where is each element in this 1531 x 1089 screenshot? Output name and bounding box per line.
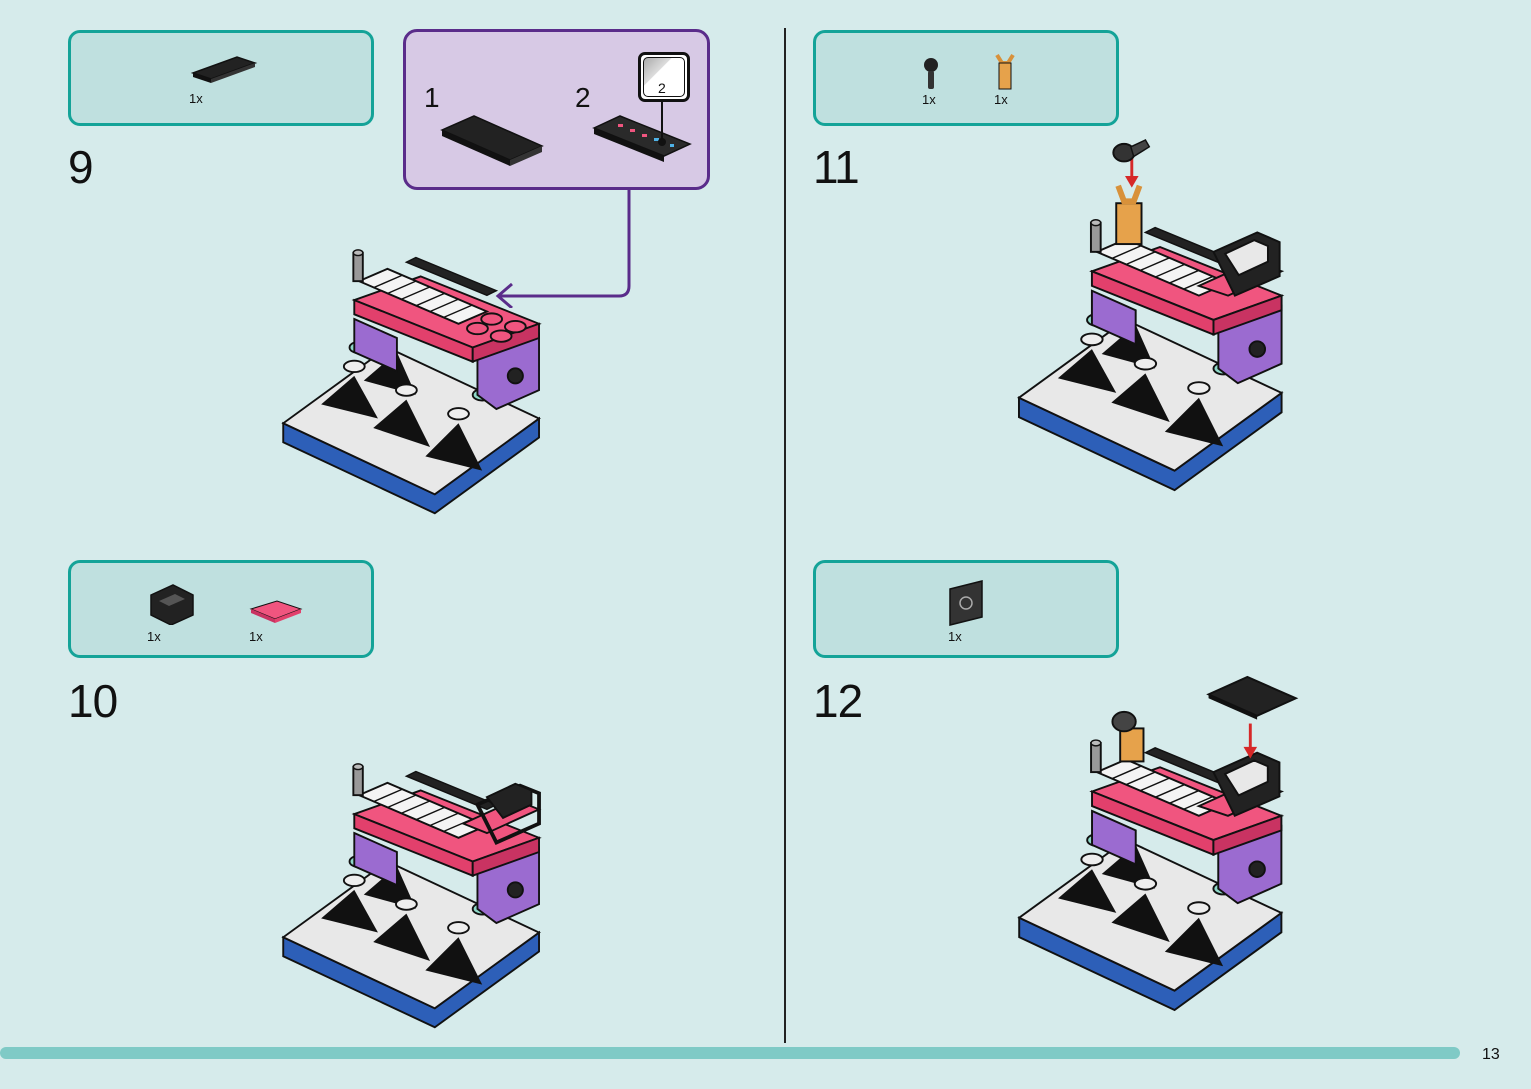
step-10-model — [282, 762, 542, 1029]
step-12-model — [1018, 675, 1299, 1011]
part-qty: 1x — [948, 629, 962, 644]
black-tile-printed-icon — [949, 580, 983, 626]
sticker-number: 2 — [658, 80, 666, 96]
step-number-12: 12 — [813, 675, 863, 727]
substep-connector-arrow — [495, 188, 631, 308]
page-divider — [784, 28, 786, 1043]
black-tile-2x4-icon — [440, 115, 544, 166]
pink-tile-2x2-icon — [249, 600, 303, 623]
step-number-11: 11 — [813, 141, 860, 193]
mic-stand-clip-icon — [995, 53, 1015, 90]
page-number: 13 — [1482, 1046, 1500, 1063]
part-qty: 1x — [189, 91, 203, 106]
part-qty: 1x — [249, 629, 263, 644]
sticker-pointer-line — [658, 100, 666, 146]
step-11-model — [1017, 139, 1285, 492]
printed-keyboard-tile-icon — [592, 115, 692, 162]
substep-number-2: 2 — [575, 82, 591, 113]
step-number-9: 9 — [68, 141, 94, 193]
substep-number-1: 1 — [424, 82, 440, 113]
microphone-icon — [924, 58, 938, 89]
part-qty: 1x — [147, 629, 161, 644]
part-qty: 1x — [994, 92, 1008, 107]
step-9-model — [282, 248, 540, 515]
step-11-parts-box: 1x 1x — [813, 30, 1119, 126]
progress-bar — [0, 1047, 1460, 1059]
black-handle-bracket-icon — [150, 584, 194, 625]
step-number-10: 10 — [68, 675, 118, 727]
step-12-parts-box: 1x — [813, 560, 1119, 658]
step-9-parts-box: 1x — [68, 30, 374, 126]
part-qty: 1x — [922, 92, 936, 107]
black-tile-2x4-icon — [190, 56, 258, 83]
sticker-callout: 2 — [638, 52, 690, 102]
substep-callout-box: 1 2 2 — [403, 29, 710, 190]
step-10-parts-box: 1x 1x — [68, 560, 374, 658]
